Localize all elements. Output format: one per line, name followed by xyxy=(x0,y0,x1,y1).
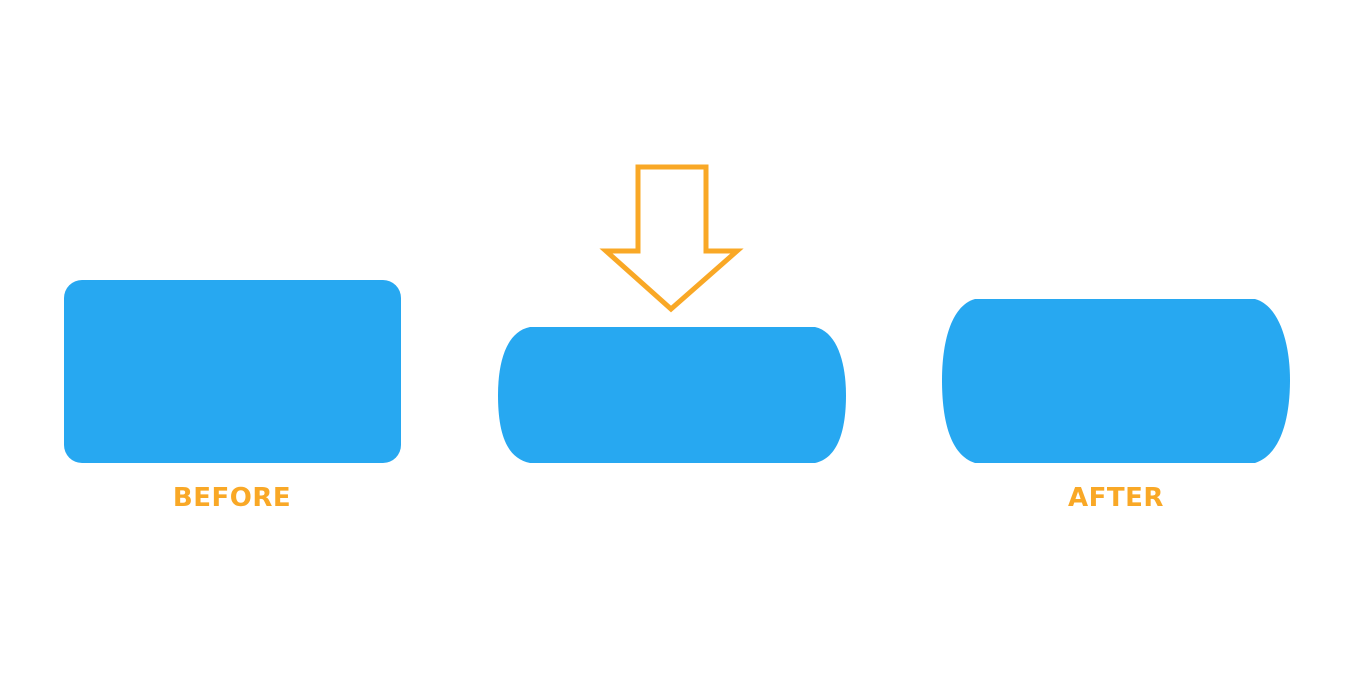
down-arrow-outline-icon xyxy=(599,164,744,313)
after-label: AFTER xyxy=(1068,483,1164,513)
after-shape xyxy=(942,299,1290,463)
before-label: BEFORE xyxy=(172,483,292,513)
squashed-shape xyxy=(498,327,846,463)
before-rectangle xyxy=(64,280,401,463)
